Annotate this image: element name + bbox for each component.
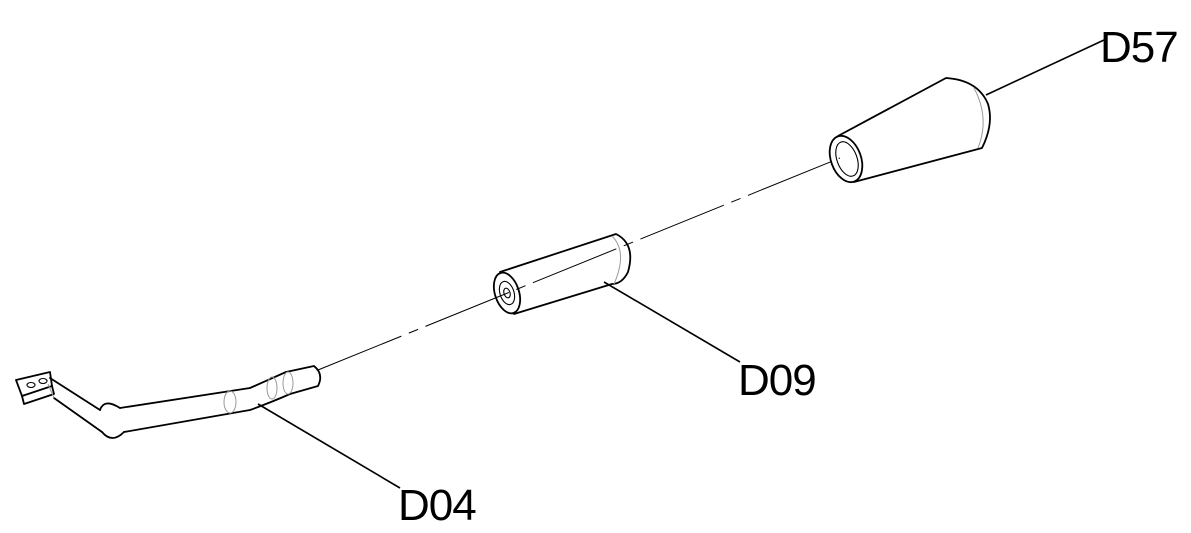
leader-line-d04 [257, 403, 401, 489]
part-d57-tapered-knob [828, 77, 991, 184]
part-d04-lever-rod [15, 365, 322, 439]
part-d09-tapered-sleeve [492, 233, 632, 315]
label-d04: D04 [398, 481, 476, 530]
leader-line-d09 [603, 281, 741, 363]
label-d57: D57 [1100, 23, 1178, 72]
label-d09: D09 [738, 356, 816, 405]
assembly-axis [317, 157, 841, 371]
leader-line-d57 [985, 39, 1105, 96]
